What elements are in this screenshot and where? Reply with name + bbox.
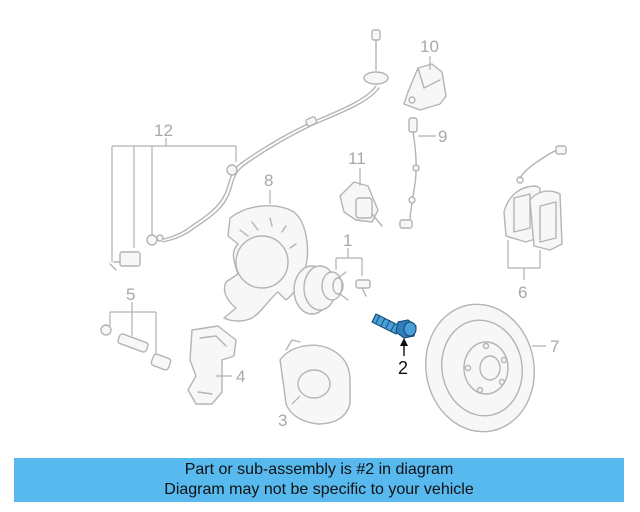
callout-11: 11 bbox=[348, 149, 366, 168]
wheel-hub bbox=[293, 265, 371, 315]
callout-3-leader bbox=[291, 395, 301, 405]
callout-2: 2 bbox=[398, 358, 408, 378]
brake-pads bbox=[503, 145, 567, 251]
caliper-bracket bbox=[187, 325, 237, 405]
brake-caliper bbox=[279, 339, 351, 425]
callout-8: 8 bbox=[264, 171, 273, 190]
banner-line-disclaimer: Diagram may not be specific to your vehi… bbox=[164, 481, 474, 498]
callout-2-arrow bbox=[400, 338, 408, 356]
guide-pins bbox=[100, 324, 172, 371]
callout-1-leaders bbox=[335, 248, 363, 276]
callout-7: 7 bbox=[550, 337, 559, 356]
abs-sensor-cable bbox=[109, 29, 389, 271]
callout-5: 5 bbox=[126, 285, 135, 304]
wear-sensor-cable bbox=[399, 117, 420, 229]
speed-sensor bbox=[339, 181, 383, 227]
splash-shield bbox=[223, 205, 309, 322]
callout-9: 9 bbox=[438, 127, 447, 146]
callout-10: 10 bbox=[420, 37, 439, 56]
callout-6: 6 bbox=[518, 283, 527, 302]
callout-12-leaders bbox=[111, 138, 237, 262]
callout-3: 3 bbox=[278, 411, 287, 430]
banner-line-part: Part or sub-assembly is #2 in diagram bbox=[184, 461, 454, 478]
highlighted-bolt bbox=[371, 313, 417, 339]
callout-1: 1 bbox=[343, 231, 352, 250]
brake-rotor bbox=[424, 303, 536, 433]
info-banner: Part or sub-assembly is #2 in diagram Di… bbox=[14, 458, 624, 502]
parts-diagram: 10 12 9 11 8 1 6 5 2 7 4 3 bbox=[100, 29, 567, 433]
bracket bbox=[403, 63, 447, 111]
callout-12: 12 bbox=[154, 121, 173, 140]
callout-4: 4 bbox=[236, 367, 245, 386]
callout-5-leaders bbox=[109, 302, 157, 354]
callout-6-leaders bbox=[507, 240, 541, 280]
